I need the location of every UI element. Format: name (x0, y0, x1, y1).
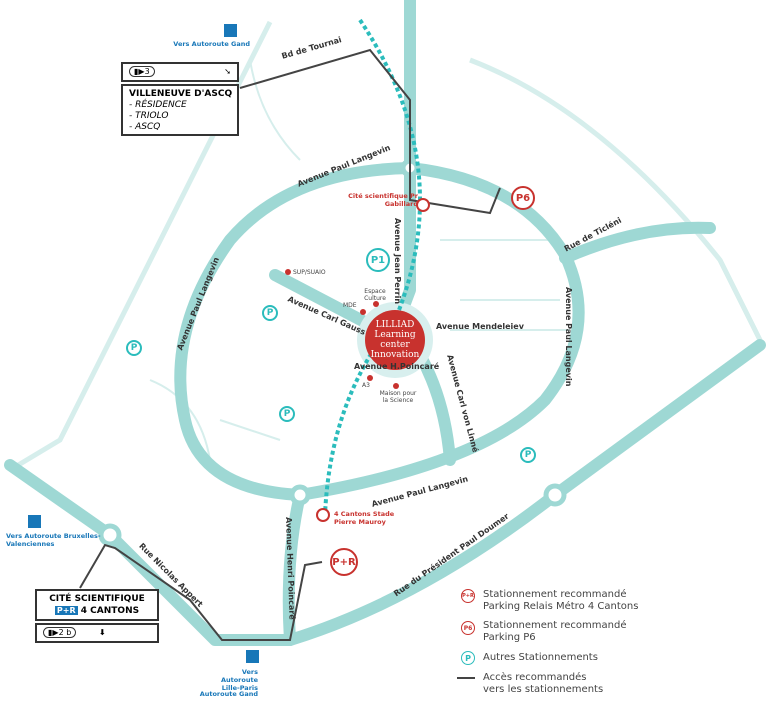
outer-road-east (469, 57, 763, 342)
outer-road-west (8, 20, 273, 473)
center-line: Innovation (370, 350, 420, 360)
parking-marker[interactable]: P (126, 340, 142, 356)
legend-p-icon: P (461, 651, 475, 665)
exit-sign-south: ▮▶2 b ⬇ (35, 623, 159, 643)
parking-relay[interactable]: P+R (330, 548, 358, 576)
highway-label: Vers Autoroute Gand (173, 40, 250, 48)
poi-label: Maison pour la Science (379, 390, 417, 404)
sign-title: CITÉ SCIENTIFIQUE (49, 594, 145, 604)
street-label: Avenue Mendeleiev (436, 322, 524, 331)
sign-subtitle: 4 CANTONS (80, 606, 140, 616)
legend-text: Stationnement recommandé (483, 620, 627, 631)
legend-text: Stationnement recommandé (483, 589, 627, 600)
arrow-down-right-icon: ➘ (224, 67, 231, 76)
legend-text: Parking P6 (483, 632, 536, 643)
exit-badge: ▮▶2 b (43, 627, 77, 638)
highway-icon (28, 515, 41, 528)
minor-roads (8, 20, 763, 473)
arrow-down-icon: ⬇ (98, 628, 106, 637)
metro-line (323, 18, 423, 516)
center-line: Learning (374, 330, 416, 340)
roundabout (289, 484, 311, 506)
exit-number: 3 (144, 67, 150, 76)
lilliad-marker (365, 310, 425, 370)
poi-label: Espace Culture (364, 288, 386, 302)
legend-pr-icon: P+R (461, 589, 475, 603)
destination-sign-north: VILLENEUVE D'ASCQ - RÉSIDENCE - TRIOLO -… (121, 84, 239, 136)
exit-badge: ▮▶3 (129, 66, 155, 77)
poi-label: MDE (343, 302, 357, 309)
sign-item: - RÉSIDENCE (129, 100, 187, 110)
ticleni-road (559, 221, 716, 264)
parking-marker[interactable]: P (279, 406, 295, 422)
highway-icon (224, 24, 237, 37)
legend-text: vers les stationnements (483, 684, 604, 695)
station-label: Cité scientifique Pr Gabillard (348, 192, 418, 208)
highway-icon (246, 650, 259, 663)
recommended-routes (79, 48, 501, 641)
henri-poincare-road (282, 489, 306, 646)
highway-label: Vers Autoroute Lille-Paris (220, 668, 258, 692)
station-label: 4 Cantons Stade Pierre Mauroy (334, 510, 395, 526)
legend-text: Autres Stationnements (483, 652, 598, 663)
metro-station-icon (316, 198, 430, 522)
center-line: center (380, 340, 410, 350)
legend-item: Autres Stationnements (483, 652, 598, 664)
legend-text: Parking Relais Métro 4 Cantons (483, 601, 639, 612)
highway-label: Vers Autoroute Bruxelles-Valenciennes (6, 532, 101, 548)
roundabout (543, 483, 567, 507)
poi-dots (285, 269, 399, 389)
poi-label: SUP/SUAIO (293, 269, 326, 276)
sign-item: - ASCQ (129, 122, 161, 132)
sign-title: VILLENEUVE D'ASCQ (129, 89, 233, 99)
sign-item: - TRIOLO (129, 111, 169, 121)
street-label: Avenue Jean Perrin (393, 218, 402, 305)
street-label: Avenue Paul Langevin (564, 287, 573, 387)
exit-number: 2 b (58, 628, 72, 637)
highway-label: Autoroute Gand (199, 690, 258, 698)
parking-p1[interactable]: P1 (366, 248, 390, 272)
street-label: Avenue H.Poincaré (354, 362, 440, 371)
parking-marker[interactable]: P (262, 305, 278, 321)
legend-text: Accès recommandés (483, 672, 587, 683)
park-ride-badge: P+R (54, 606, 78, 615)
legend-p6-icon: P6 (461, 621, 475, 635)
exit-sign-north: ▮▶3 ➘ (121, 62, 239, 82)
destination-sign-south: CITÉ SCIENTIFIQUE P+R 4 CANTONS (35, 589, 159, 621)
center-line: LILLIAD (375, 320, 415, 330)
roundabout (98, 523, 122, 547)
poi-label: A3 (362, 382, 370, 389)
linne-road (414, 349, 456, 466)
parking-p6[interactable]: P6 (511, 186, 535, 210)
parking-marker[interactable]: P (520, 447, 536, 463)
